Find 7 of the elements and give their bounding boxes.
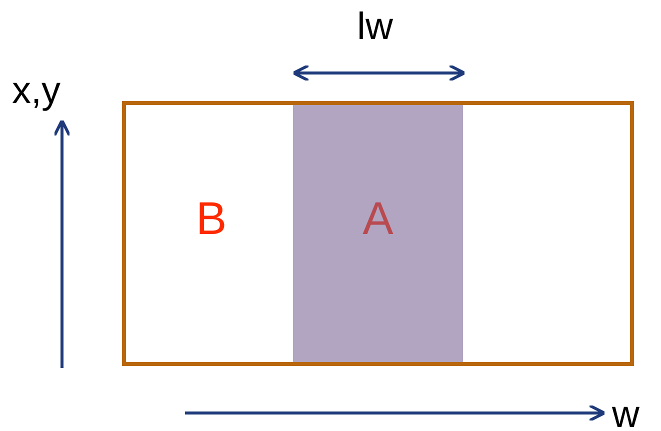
dimension-label: lw: [357, 8, 393, 46]
region-label: B: [196, 195, 227, 241]
axis-label: x,y: [12, 72, 61, 110]
region-label: A: [362, 195, 394, 241]
shaded-band: [293, 105, 463, 362]
region-box: [122, 101, 634, 366]
axis-label: w: [612, 396, 640, 431]
